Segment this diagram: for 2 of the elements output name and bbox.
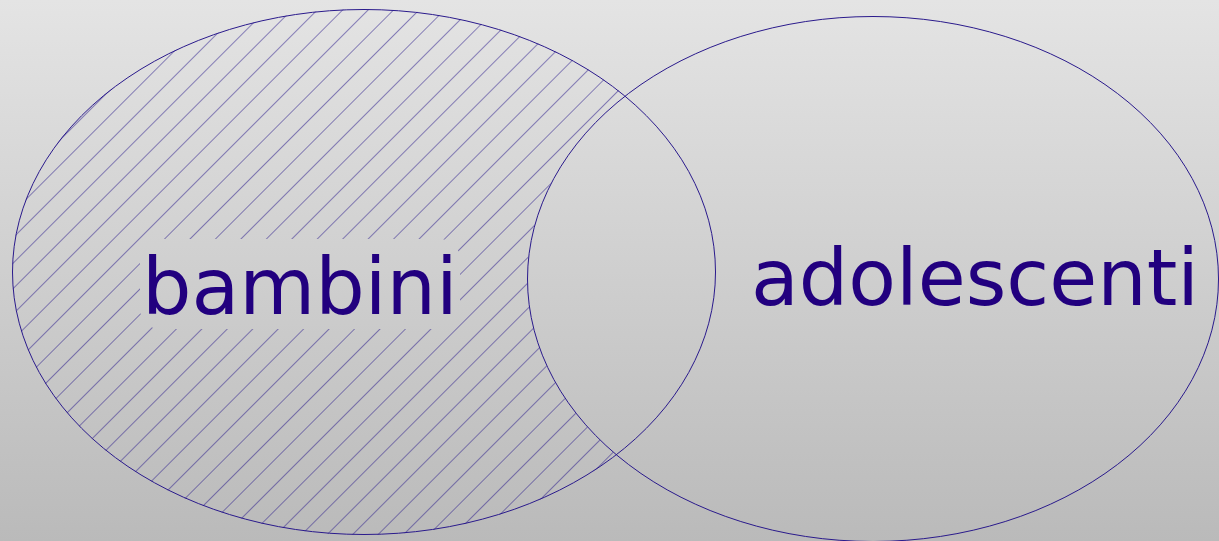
set-label: bambini — [142, 248, 458, 326]
set-label: adolescenti — [751, 239, 1199, 317]
